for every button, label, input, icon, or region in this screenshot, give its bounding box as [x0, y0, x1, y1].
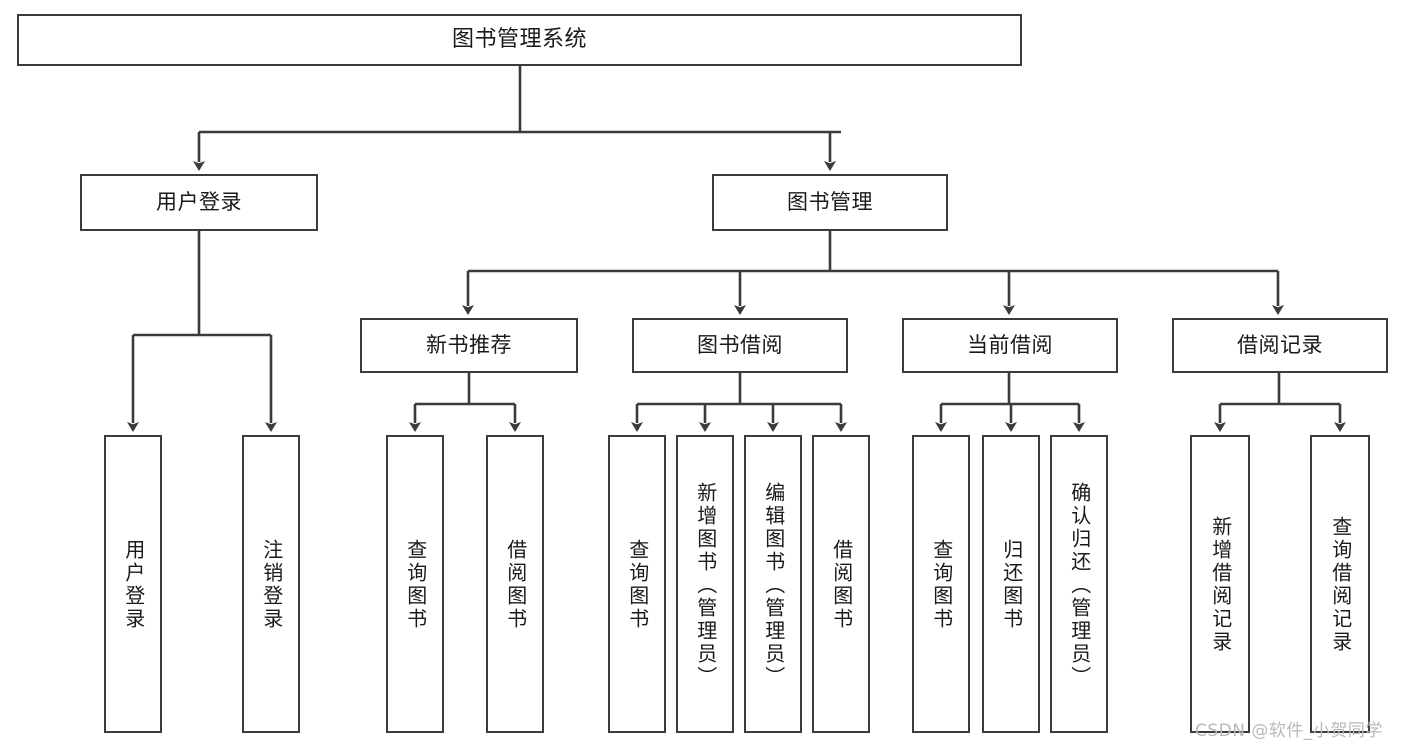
leaf-borrow-books[interactable]: 借阅图书: [812, 435, 870, 733]
node-borrow-records[interactable]: 借阅记录: [1172, 318, 1388, 373]
leaf-confirm-return-admin-label: 确认归还（管理员）: [1067, 481, 1092, 689]
leaf-confirm-return-admin[interactable]: 确认归还（管理员）: [1050, 435, 1108, 733]
node-current-borrow-label: 当前借阅: [967, 333, 1053, 357]
leaf-add-borrow-record-label: 新增借阅记录: [1208, 516, 1233, 654]
leaf-return-books-label: 归还图书: [999, 539, 1024, 631]
node-root-label: 图书管理系统: [451, 27, 587, 52]
node-new-book-recommend[interactable]: 新书推荐: [360, 318, 578, 373]
leaf-query-borrow-record-label: 查询借阅记录: [1328, 516, 1353, 654]
leaf-add-book-admin-label: 新增图书（管理员）: [693, 481, 718, 689]
leaf-edit-book-admin-label: 编辑图书（管理员）: [761, 481, 786, 689]
leaf-query-books-recommend-label: 查询图书: [403, 539, 428, 631]
edges-records-to-leaves: [1214, 373, 1346, 432]
node-book-management[interactable]: 图书管理: [712, 174, 948, 231]
leaf-add-book-admin[interactable]: 新增图书（管理员）: [676, 435, 734, 733]
leaf-return-books[interactable]: 归还图书: [982, 435, 1040, 733]
leaf-borrow-books-label: 借阅图书: [829, 539, 854, 631]
node-user-login[interactable]: 用户登录: [80, 174, 318, 231]
node-current-borrow[interactable]: 当前借阅: [902, 318, 1118, 373]
node-user-login-label: 用户登录: [156, 190, 242, 214]
leaf-edit-book-admin[interactable]: 编辑图书（管理员）: [744, 435, 802, 733]
node-book-borrow-label: 图书借阅: [697, 333, 783, 357]
edges-bookmgmt-to-level3: [462, 231, 1284, 315]
leaf-borrow-books-recommend[interactable]: 借阅图书: [486, 435, 544, 733]
leaf-user-login[interactable]: 用户登录: [104, 435, 162, 733]
node-borrow-records-label: 借阅记录: [1237, 333, 1323, 357]
leaf-query-books-current[interactable]: 查询图书: [912, 435, 970, 733]
node-root[interactable]: 图书管理系统: [17, 14, 1022, 66]
leaf-query-borrow-record[interactable]: 查询借阅记录: [1310, 435, 1370, 733]
leaf-logout[interactable]: 注销登录: [242, 435, 300, 733]
leaf-logout-label: 注销登录: [259, 539, 284, 631]
leaf-borrow-books-recommend-label: 借阅图书: [503, 539, 528, 631]
edges-root-to-level2: [193, 66, 841, 171]
leaf-query-books-borrow-label: 查询图书: [625, 539, 650, 631]
edges-userlogin-to-leaves: [127, 231, 277, 432]
node-new-book-recommend-label: 新书推荐: [426, 333, 512, 357]
leaf-add-borrow-record[interactable]: 新增借阅记录: [1190, 435, 1250, 733]
node-book-borrow[interactable]: 图书借阅: [632, 318, 848, 373]
node-book-management-label: 图书管理: [787, 190, 873, 214]
edges-current-to-leaves: [935, 373, 1085, 432]
edges-borrow-to-leaves: [631, 373, 847, 432]
edges-newbook-to-leaves: [409, 373, 521, 432]
leaf-query-books-recommend[interactable]: 查询图书: [386, 435, 444, 733]
leaf-user-login-label: 用户登录: [121, 539, 146, 631]
csdn-watermark: CSDN @软件_小贺同学: [1195, 721, 1383, 741]
leaf-query-books-borrow[interactable]: 查询图书: [608, 435, 666, 733]
leaf-query-books-current-label: 查询图书: [929, 539, 954, 631]
